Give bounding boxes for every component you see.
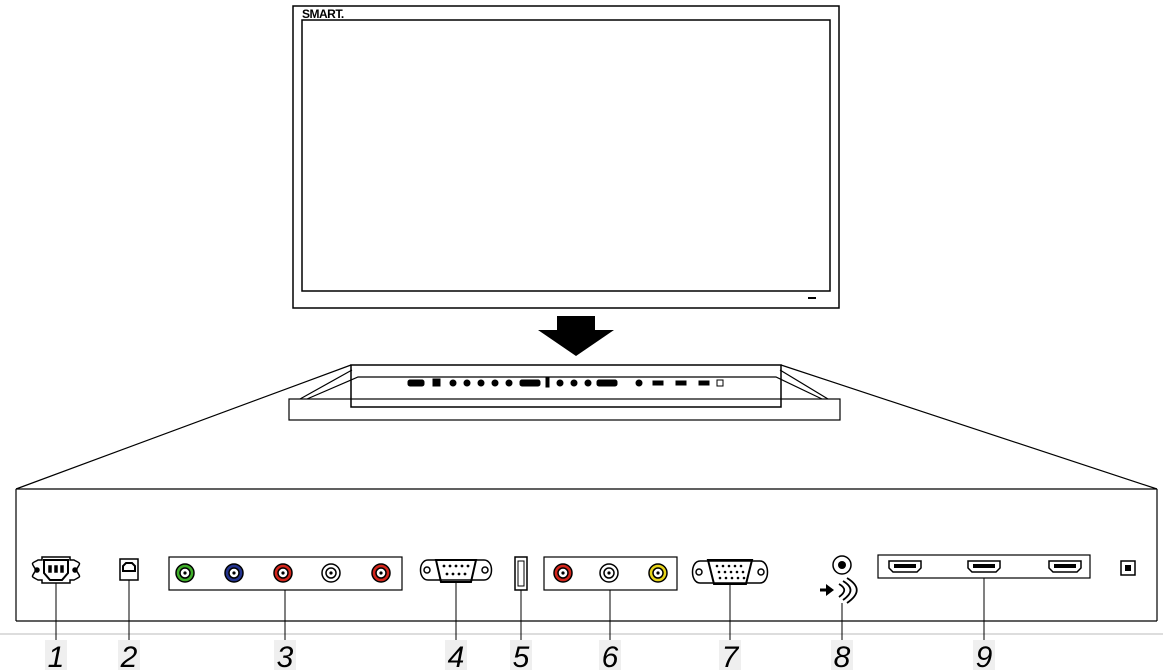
inlet-pin — [48, 565, 52, 573]
callout-7: 7 — [719, 640, 741, 671]
svg-text:2: 2 — [120, 641, 138, 671]
vga-pins — [715, 564, 746, 580]
svg-text:8: 8 — [834, 641, 851, 671]
inlet-socket — [43, 559, 69, 581]
mini-port — [505, 379, 513, 387]
zoom-lines — [15, 364, 1158, 490]
callout-4: 4 — [445, 640, 467, 671]
usb-a-tongue — [517, 560, 525, 587]
rca-jack-blue — [224, 563, 244, 583]
monitor-outer-frame — [292, 5, 840, 309]
zoom-line-right — [780, 364, 1158, 490]
svg-text:5: 5 — [513, 641, 530, 671]
vga-flange — [691, 560, 769, 584]
rca-jack-white — [321, 563, 341, 583]
svg-text:4: 4 — [448, 641, 465, 671]
mini-port — [545, 377, 550, 388]
usb-a-shell — [514, 556, 528, 591]
hdmi-port — [888, 560, 922, 573]
mini-port — [432, 378, 441, 387]
usb-b-tongue — [122, 562, 136, 572]
rca-jack-yellow — [648, 563, 668, 583]
composite-rca-group — [543, 556, 678, 591]
edge-bevel — [299, 369, 829, 400]
leader-lines — [55, 578, 985, 640]
ac-power-inlet — [31, 556, 81, 584]
vga-shell — [706, 559, 754, 585]
vga-port — [691, 559, 769, 585]
edge-inner-bevel — [306, 376, 823, 400]
mount-screw — [695, 568, 703, 576]
mini-port — [584, 379, 592, 387]
mini-port — [652, 380, 664, 386]
rca-jack-red — [273, 563, 293, 583]
svg-text:9: 9 — [976, 641, 993, 671]
callout-5: 5 — [510, 640, 532, 671]
rca-jack-green — [175, 563, 195, 583]
callout-2: 2 — [118, 640, 140, 671]
rca-jack-red — [371, 563, 391, 583]
mini-port — [675, 380, 687, 386]
svg-text:7: 7 — [722, 641, 740, 671]
svg-text:1: 1 — [48, 641, 65, 671]
mount-screw — [423, 566, 431, 574]
mini-port — [596, 379, 618, 387]
mini-port — [477, 379, 485, 387]
mini-port — [463, 379, 471, 387]
callout-3: 3 — [274, 640, 296, 671]
rca-jack-white — [599, 563, 619, 583]
db9-flange — [419, 559, 493, 581]
mini-port — [635, 379, 643, 387]
mini-port — [556, 379, 564, 387]
audio-in-icon — [820, 577, 858, 604]
zoom-highlight-box — [350, 364, 782, 408]
mini-port — [698, 380, 710, 386]
callout-9: 9 — [973, 640, 995, 671]
monitor-bottom-edge — [288, 364, 841, 421]
mini-port — [716, 379, 724, 387]
monitor-screen — [301, 19, 831, 292]
callout-1: 1 — [45, 640, 67, 671]
inlet-pin — [60, 565, 64, 573]
db9-pins — [442, 564, 470, 576]
zoom-line-left — [15, 364, 352, 490]
hdmi-port — [967, 560, 1001, 573]
hdmi-port — [1048, 560, 1082, 573]
db9-shell — [434, 559, 478, 583]
inlet-pin — [54, 565, 58, 573]
usb-b-port — [119, 558, 139, 581]
component-rca-group — [168, 556, 403, 591]
mini-port — [449, 379, 457, 387]
serial-db9-port — [419, 559, 493, 583]
zoomed-connector-panel — [15, 488, 1158, 622]
mini-port — [570, 379, 578, 387]
hdmi-group — [877, 554, 1091, 579]
callout-6: 6 — [599, 640, 621, 671]
rca-jack-red — [553, 563, 573, 583]
mount-screw — [481, 566, 489, 574]
audio-in-jack — [832, 555, 852, 575]
brand-logo: SMART. — [302, 7, 344, 21]
callout-8: 8 — [831, 640, 853, 671]
mount-screw — [757, 568, 765, 576]
dc-jack — [1120, 560, 1136, 576]
mini-port — [519, 379, 541, 387]
edge-strip — [288, 398, 841, 421]
mini-port — [407, 379, 425, 387]
display-monitor — [292, 5, 840, 309]
mini-port — [491, 379, 499, 387]
usb-a-port — [514, 556, 528, 591]
mount-screw — [72, 567, 78, 573]
mount-screw — [34, 567, 40, 573]
svg-text:6: 6 — [602, 641, 619, 671]
svg-text:3: 3 — [277, 641, 294, 671]
edge-mini-ports — [407, 377, 724, 388]
arrow-down-icon — [538, 316, 614, 356]
